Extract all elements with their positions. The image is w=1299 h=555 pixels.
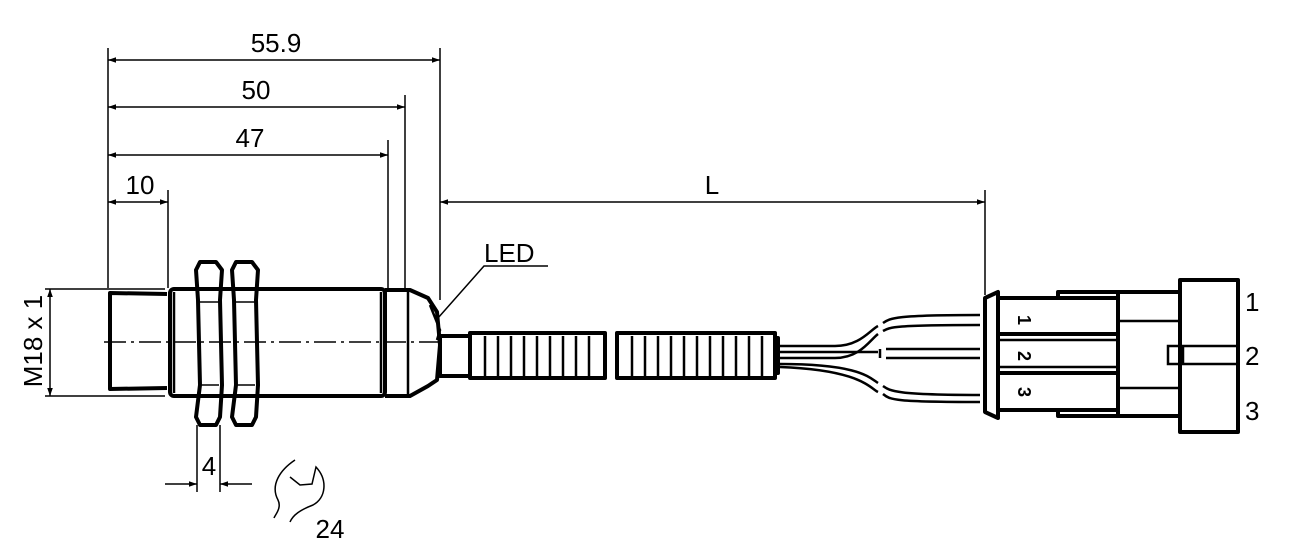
pin-marking-3: 3 [1014,387,1034,397]
dim-overall-length: 55.9 [251,28,302,58]
dim-thread-length: 47 [236,123,265,153]
dimension-lines [47,57,985,487]
extension-lines [45,48,986,492]
pin-marking-1: 1 [1014,315,1034,325]
dim-thread-spec: M18 x 1 [18,295,48,388]
dim-cable-length: L [705,170,719,200]
dim-nut-thickness: 4 [202,451,216,481]
connector-pin-label-3: 3 [1245,396,1259,426]
cable [438,313,981,404]
connector-pin-label-1: 1 [1245,287,1259,317]
lock-nut [194,260,260,427]
nut-facets [199,301,255,386]
led-label: LED [484,238,535,268]
dim-face-length: 10 [126,170,155,200]
wires [779,313,981,404]
pin-marking-2: 2 [1014,351,1034,361]
connector [983,278,1240,434]
connector-pin-label-2: 2 [1245,341,1259,371]
led-leader-line [437,265,548,319]
wrench-icon [273,459,325,523]
dim-body-length: 50 [242,75,271,105]
dim-wrench-size: 24 [316,514,345,544]
